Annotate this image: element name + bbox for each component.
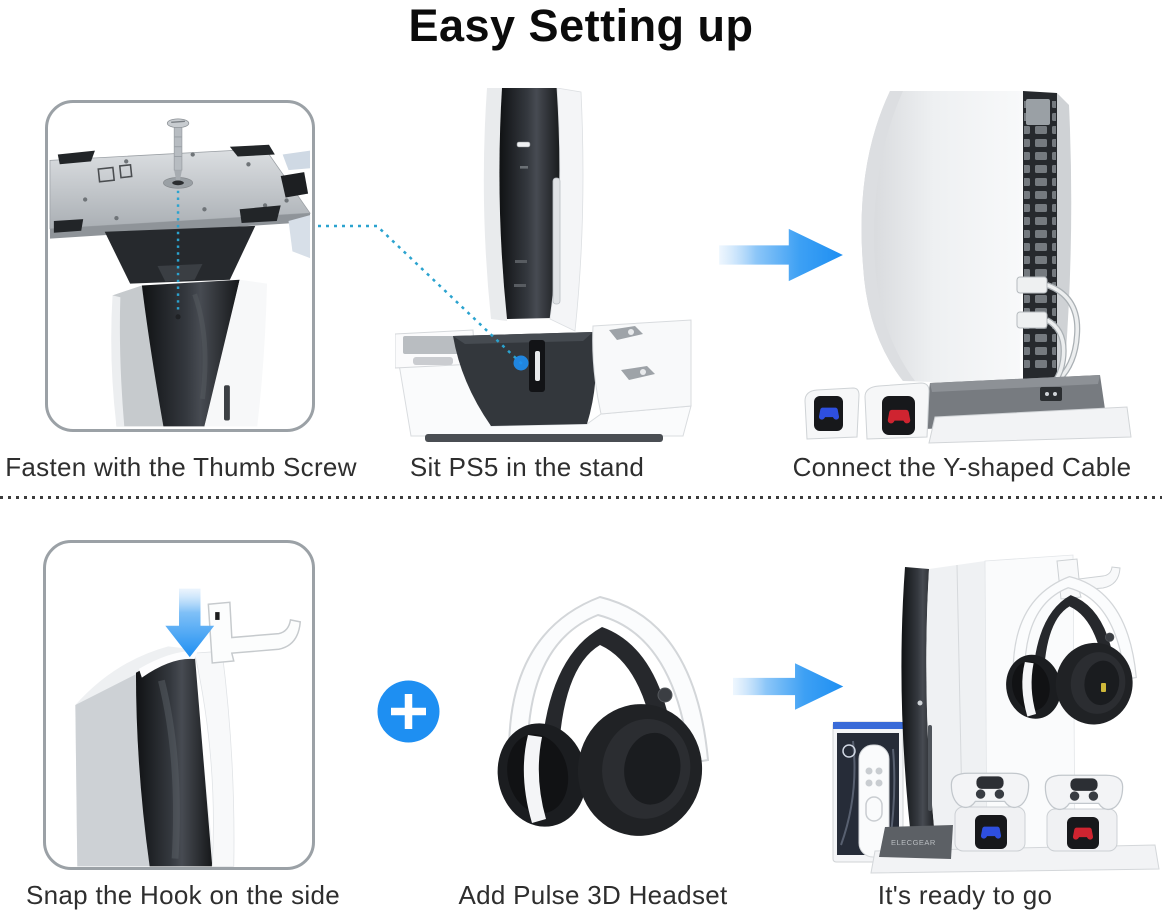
dualsense-controller [1044,774,1124,811]
step1-callout-box [45,100,315,432]
step6-panel: ELECGEAR [825,545,1160,875]
arrow-right-icon [718,226,846,284]
step6-caption: It's ready to go [877,880,1053,910]
thumb-screw-illustration [49,118,311,427]
dotted-divider-line [0,496,1162,499]
ps5-bottom-edge [111,279,268,427]
ps5-top-corner [75,646,235,867]
complete-setup-illustration: ELECGEAR [832,554,1160,874]
brand-label: ELECGEAR [891,838,936,847]
step2-panel [395,88,695,445]
plus-icon [377,680,440,743]
step4-callout-box [43,540,315,870]
plate-corner-clips [53,144,309,233]
y-cable-illustration [804,91,1132,444]
arrow-down-icon [165,588,215,658]
ps5-in-stand-illustration [395,88,692,442]
ps5-rear [861,91,1072,385]
thumb-screw [166,118,190,180]
page-title: Easy Setting up [408,0,754,51]
step1-caption: Fasten with the Thumb Screw [5,452,357,482]
ps5-console [483,88,584,332]
step3-caption: Connect the Y-shaped Cable [792,452,1132,482]
step5-panel [480,575,725,840]
step4-caption: Snap the Hook on the side [26,880,340,910]
arrow-right-icon-2 [733,659,845,714]
headset-hook [207,601,302,664]
step5-caption: Add Pulse 3D Headset [458,880,728,910]
plate-screw-holes [83,152,289,221]
step3-panel [795,85,1135,450]
stand-base [804,375,1132,444]
pulse-3d-headset-illustration [487,596,712,840]
stand-base: ELECGEAR [870,825,1160,874]
media-remote [858,744,890,858]
y-cable [1016,276,1081,394]
controller-docks [954,806,1118,852]
charging-stand [395,319,692,442]
hook-illustration [75,588,302,867]
step2-caption: Sit PS5 in the stand [409,452,645,482]
